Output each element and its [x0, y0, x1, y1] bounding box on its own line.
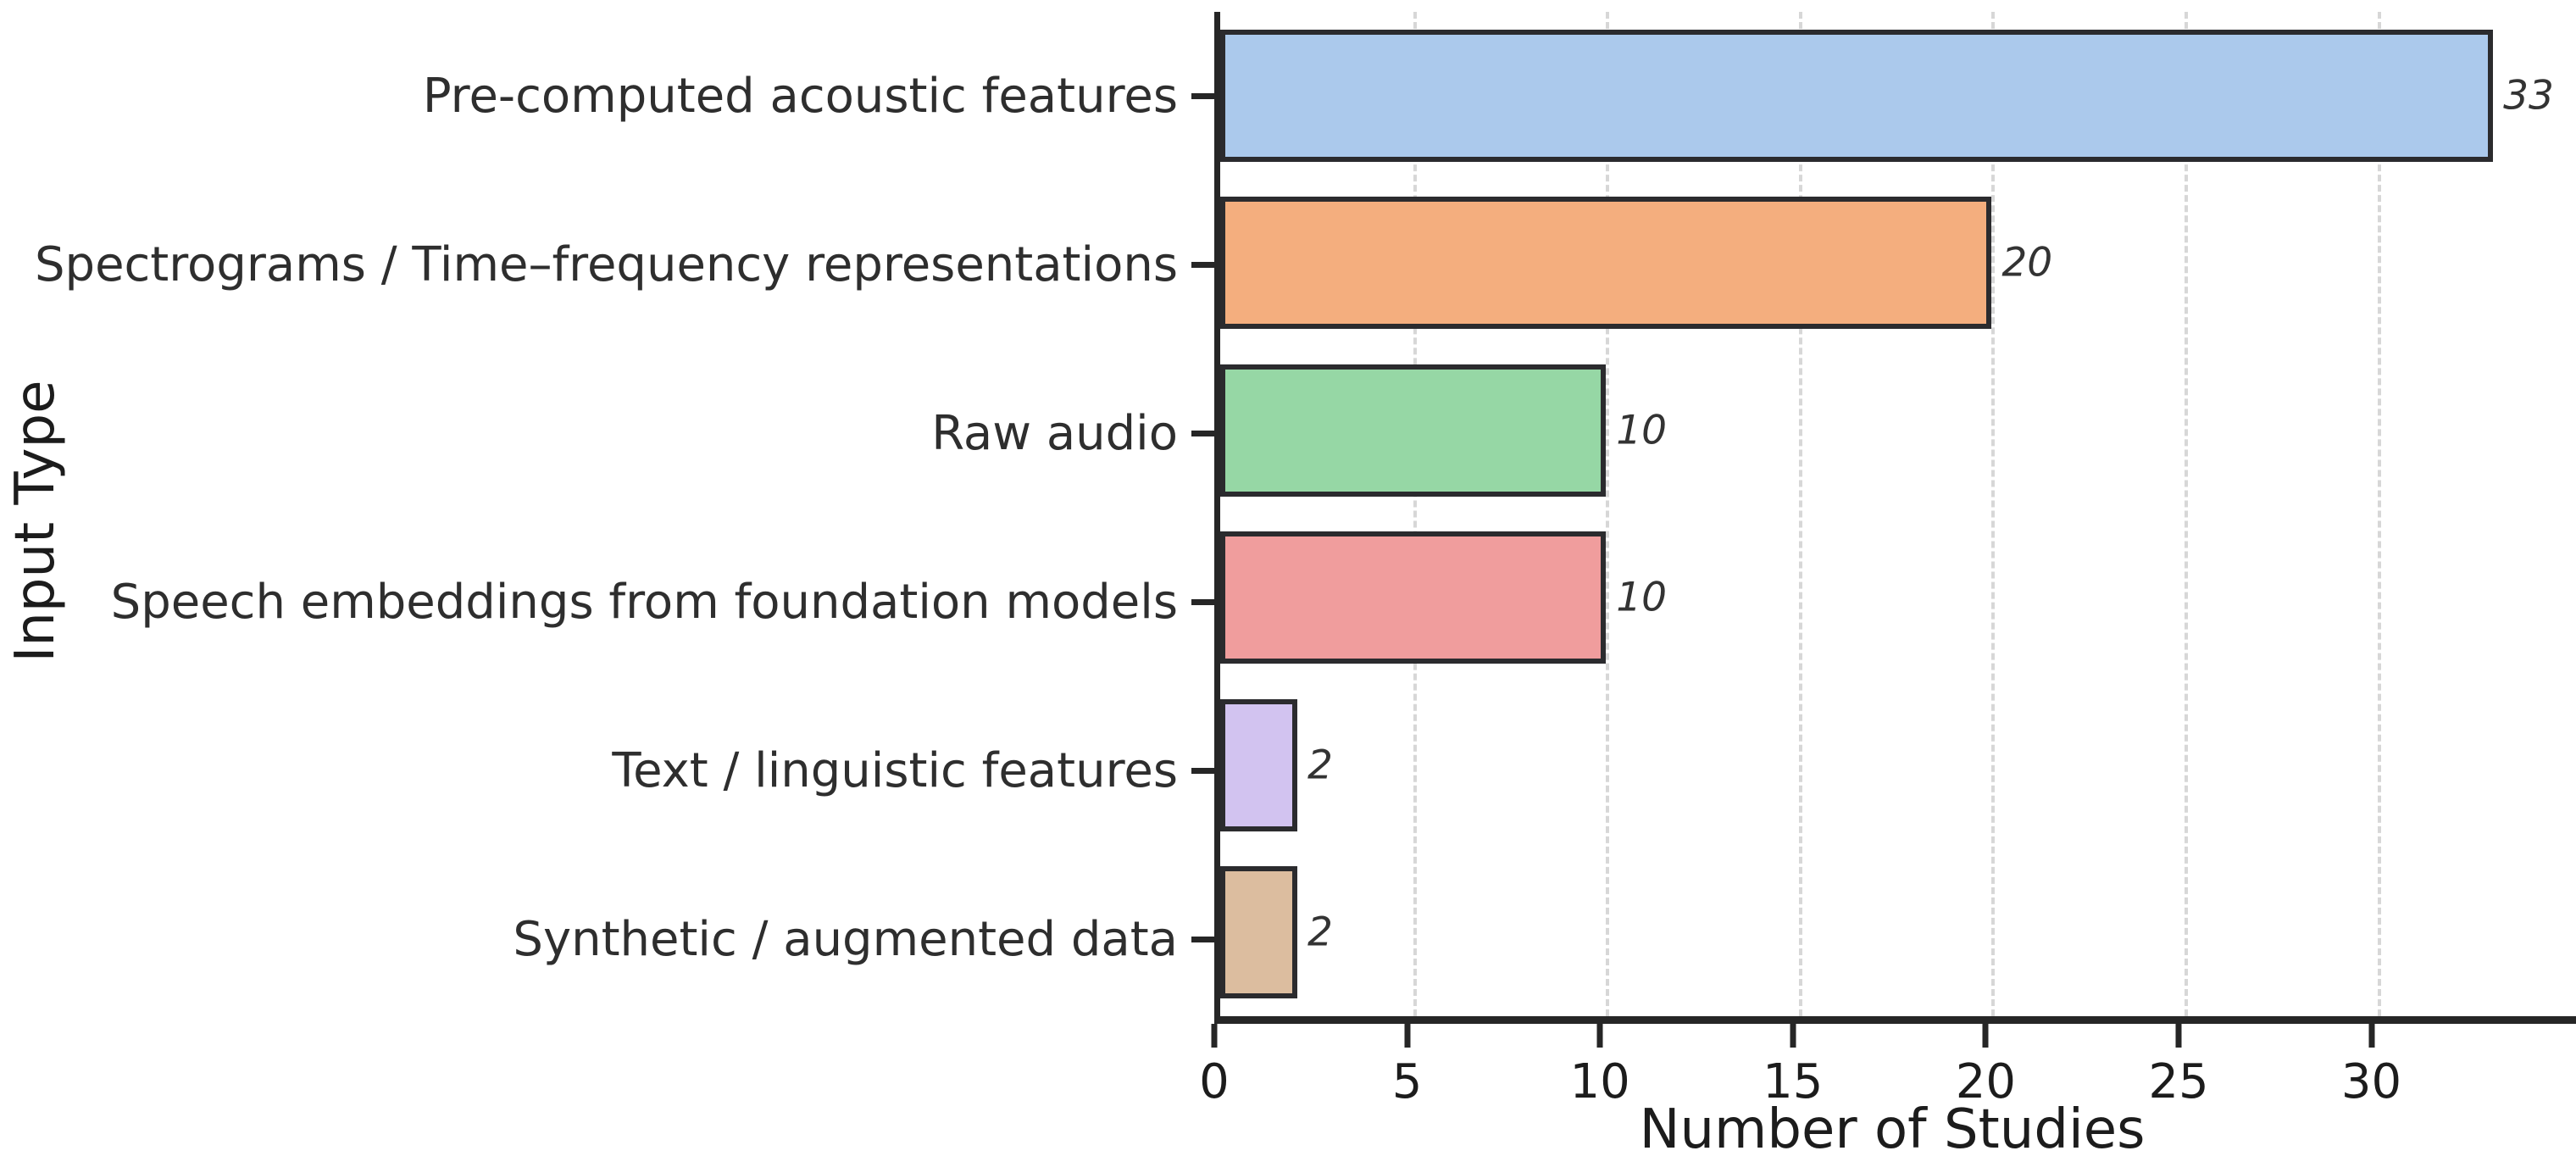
bar-value-label: 2	[1307, 742, 1333, 789]
gridline	[1991, 12, 1996, 1016]
bar	[1220, 197, 1992, 330]
gridline	[1413, 12, 1417, 1016]
x-tick-mark	[1596, 1024, 1603, 1048]
x-tick-mark	[2175, 1024, 2182, 1048]
y-tick-mark	[1191, 937, 1214, 942]
x-tick-mark	[2368, 1024, 2375, 1048]
plot-area: 33 20 10 10 2 2	[1214, 12, 2576, 1024]
y-tick-mark	[1191, 262, 1214, 268]
x-tick-label: 0	[1199, 1054, 1230, 1109]
x-tick-label: 30	[2340, 1054, 2402, 1109]
x-tick-label: 5	[1391, 1054, 1423, 1109]
category-label: Text / linguistic features	[612, 743, 1178, 798]
bar-value-label: 20	[2001, 239, 2053, 286]
x-tick-mark	[1790, 1024, 1796, 1048]
bar-value-label: 33	[2503, 72, 2554, 120]
bar-row: 20	[1220, 180, 2576, 347]
x-tick-label: 25	[2148, 1054, 2209, 1109]
bar	[1220, 698, 1298, 831]
category-row: Raw audio	[0, 349, 1214, 518]
bars-layer: 33 20 10 10 2 2	[1220, 12, 2576, 1016]
bar-row: 33	[1220, 12, 2576, 180]
gridline	[2184, 12, 2188, 1016]
category-row: Pre-computed acoustic features	[0, 12, 1214, 181]
bar-row: 10	[1220, 347, 2576, 514]
bar-value-label: 10	[1616, 574, 1667, 621]
bar-row: 2	[1220, 681, 2576, 849]
category-row: Speech embeddings from foundation models	[0, 518, 1214, 687]
x-tick-mark	[1982, 1024, 1989, 1048]
bar-value-label: 2	[1307, 909, 1333, 956]
x-tick-label: 15	[1763, 1054, 1824, 1109]
category-label: Raw audio	[931, 406, 1178, 461]
bar-row: 2	[1220, 849, 2576, 1017]
category-row: Synthetic / augmented data	[0, 855, 1214, 1024]
x-axis-ticks: 0 5 10 15 20 25 30	[1199, 1024, 2570, 1151]
bar	[1220, 29, 2494, 162]
x-tick-mark	[1211, 1024, 1218, 1048]
category-label: Synthetic / augmented data	[513, 912, 1178, 967]
category-row: Spectrograms / Time–frequency representa…	[0, 181, 1214, 349]
category-label: Pre-computed acoustic features	[422, 69, 1178, 124]
x-tick-mark	[1404, 1024, 1411, 1048]
bar	[1220, 364, 1607, 497]
category-row: Text / linguistic features	[0, 687, 1214, 855]
bar-value-label: 10	[1616, 407, 1667, 454]
gridline-layer	[1220, 12, 2576, 1016]
y-tick-mark	[1191, 431, 1214, 436]
gridline	[2377, 12, 2381, 1016]
x-tick-label: 20	[1955, 1054, 2017, 1109]
y-tick-mark	[1191, 93, 1214, 99]
x-tick-label: 10	[1569, 1054, 1630, 1109]
bar-row: 10	[1220, 514, 2576, 682]
gridline	[1606, 12, 1610, 1016]
x-axis-title: Number of Studies	[1639, 1098, 2146, 1161]
y-tick-mark	[1191, 599, 1214, 605]
bar	[1220, 531, 1607, 664]
gridline	[1798, 12, 1802, 1016]
category-label: Spectrograms / Time–frequency representa…	[34, 237, 1178, 292]
y-tick-mark	[1191, 768, 1214, 774]
bar	[1220, 866, 1298, 999]
category-label: Speech embeddings from foundation models	[110, 575, 1178, 630]
